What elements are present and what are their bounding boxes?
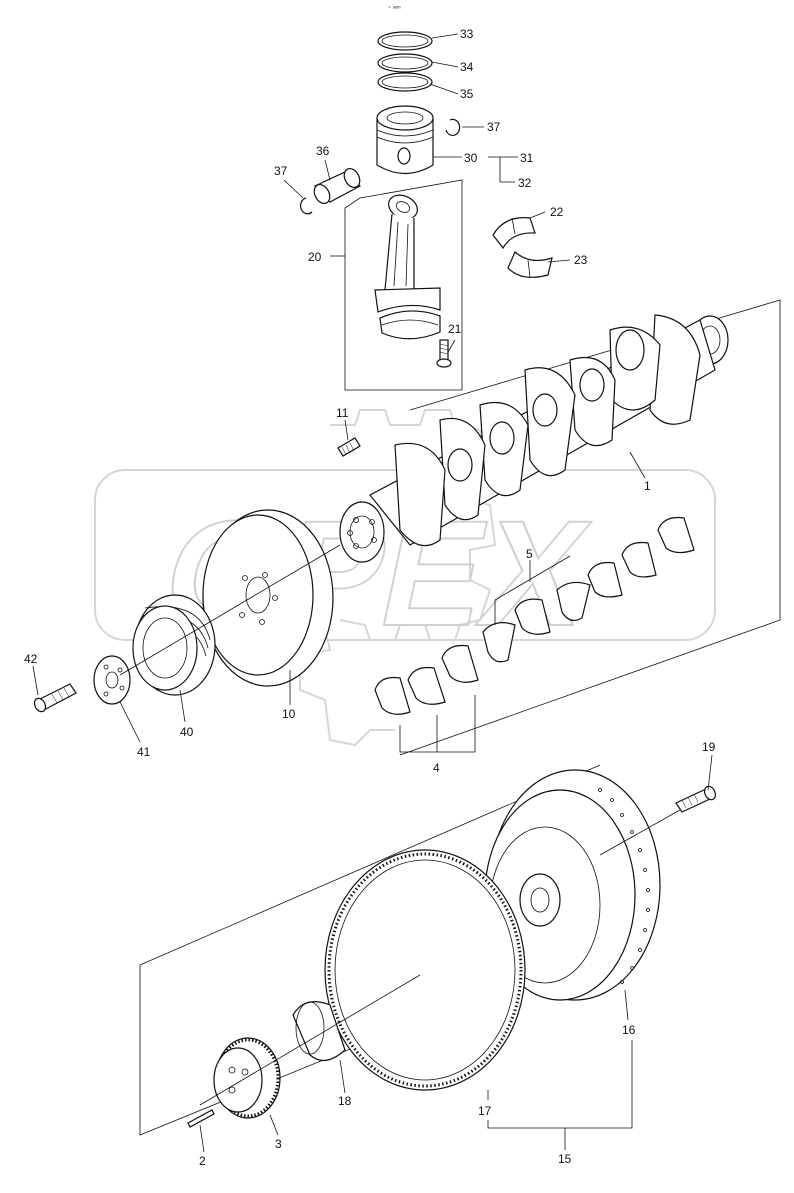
circlip-37-left — [299, 197, 313, 215]
conrod-bearing-22 — [492, 217, 536, 250]
piston-ring-33 — [377, 31, 433, 51]
callout-34: 34 — [460, 60, 474, 74]
callout-3: 3 — [275, 1137, 282, 1151]
callout-11: 11 — [336, 406, 349, 420]
callout-37-right: 37 — [487, 120, 501, 134]
bolt-42 — [33, 683, 77, 713]
callout-36: 36 — [316, 144, 330, 158]
crankshaft-1 — [339, 314, 729, 563]
callout-35: 35 — [460, 87, 474, 101]
flywheel-holes — [598, 788, 650, 984]
callout-2: 2 — [199, 1154, 206, 1168]
callout-31: 31 — [520, 151, 534, 165]
callout-40: 40 — [180, 725, 194, 739]
callout-4: 4 — [433, 761, 440, 775]
callout-32: 32 — [518, 176, 532, 190]
callout-30: 30 — [464, 151, 478, 165]
conrod-bolt-21 — [436, 339, 452, 368]
washer-41 — [93, 655, 131, 705]
callout-5: 5 — [526, 547, 533, 561]
callouts: 33 34 35 37 30 31 32 36 37 20 22 23 21 1… — [24, 27, 716, 1168]
bearing-leader-5 — [494, 555, 571, 625]
callout-37-left: 37 — [274, 164, 288, 178]
callout-18: 18 — [338, 1094, 352, 1108]
leader-lines — [32, 33, 713, 1153]
connecting-rod-20 — [374, 194, 441, 340]
callout-19: 19 — [702, 740, 716, 754]
callout-1: 1 — [644, 479, 651, 493]
callout-17: 17 — [478, 1104, 492, 1118]
callout-21: 21 — [448, 322, 462, 336]
damper-axis — [119, 544, 341, 676]
piston-ring-34 — [377, 53, 433, 73]
piston-pin-36 — [313, 167, 362, 205]
callout-16: 16 — [622, 1023, 636, 1037]
callout-22: 22 — [550, 205, 564, 219]
crankshaft-frame — [399, 299, 781, 756]
callout-33: 33 — [460, 27, 474, 41]
bearing-leader-4 — [399, 695, 476, 753]
pulley-40 — [132, 594, 216, 696]
callout-23: 23 — [574, 253, 588, 267]
bushing-18 — [292, 1001, 346, 1061]
flywheel-axis — [199, 809, 681, 1106]
callout-41: 41 — [137, 745, 151, 759]
callout-42: 42 — [24, 652, 38, 666]
damper-pulley-10 — [202, 509, 334, 687]
top-mark: ⁼ ˢᵉᵐ — [388, 6, 401, 12]
callout-15: 15 — [558, 1152, 572, 1166]
conrod-bearing-23 — [507, 251, 553, 278]
gear-3 — [213, 1037, 281, 1119]
piston-ring-35 — [377, 72, 433, 92]
ring-gear-17 — [324, 849, 526, 1091]
thrust-washer-5 — [482, 581, 591, 663]
conrod-group-frame — [344, 179, 463, 391]
bolt-11 — [337, 437, 361, 457]
callout-20: 20 — [308, 250, 322, 264]
callout-10: 10 — [282, 707, 296, 721]
piston-30 — [376, 105, 434, 175]
pin-2 — [187, 1109, 215, 1128]
bolt-19 — [675, 785, 717, 813]
circlip-37-right — [445, 118, 461, 136]
main-bearing-4 — [374, 516, 695, 715]
